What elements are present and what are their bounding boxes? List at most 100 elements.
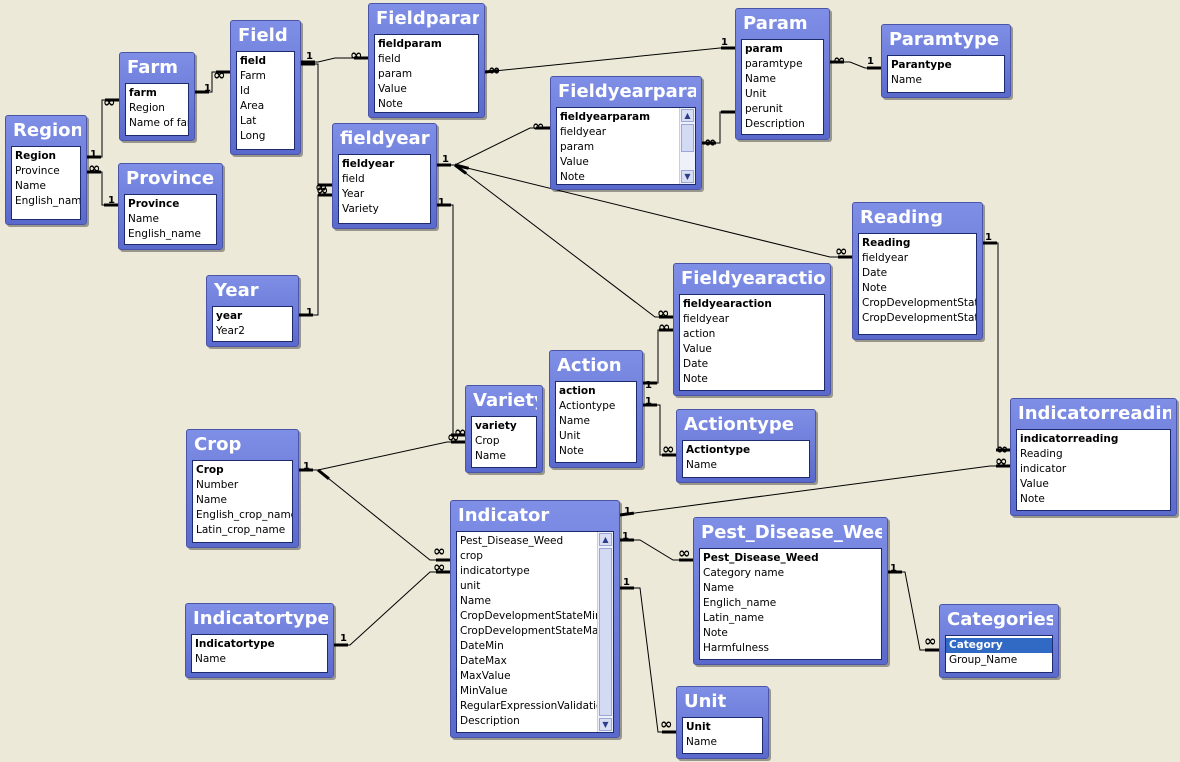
field-row[interactable]: Note: [1020, 493, 1045, 505]
field-row[interactable]: Long: [240, 130, 266, 142]
relationship-line[interactable]: [484, 47, 735, 73]
field-row[interactable]: Reading: [862, 237, 911, 249]
field-row[interactable]: fieldyear: [560, 126, 607, 138]
field-row[interactable]: Name: [460, 595, 491, 607]
field-row[interactable]: field: [378, 53, 401, 65]
field-row[interactable]: fieldyearparam: [560, 111, 651, 123]
field-row[interactable]: indicator: [1020, 463, 1067, 475]
relationship-line[interactable]: [299, 441, 465, 471]
field-row[interactable]: CropDevelopmentState2: [862, 312, 976, 324]
field-row[interactable]: Actiontype: [686, 444, 751, 456]
field-row[interactable]: Name: [686, 459, 717, 471]
field-row[interactable]: DateMin: [460, 640, 504, 652]
field-row[interactable]: Note: [378, 98, 403, 110]
field-row[interactable]: Name: [745, 73, 776, 85]
field-row[interactable]: Value: [1020, 478, 1049, 490]
relationship-line[interactable]: [437, 204, 465, 436]
field-row[interactable]: Lat: [240, 115, 257, 127]
field-row[interactable]: Value: [560, 156, 589, 168]
field-row[interactable]: MinValue: [460, 685, 508, 697]
field-row[interactable]: CropDevelopmentState: [862, 297, 977, 309]
field-row[interactable]: indicatorreading: [1020, 433, 1119, 445]
vertical-scrollbar[interactable]: ▲▼: [679, 108, 695, 184]
field-row[interactable]: Value: [683, 343, 712, 355]
field-row[interactable]: Province: [128, 198, 180, 210]
field-row[interactable]: English_crop_name: [196, 509, 293, 521]
field-row[interactable]: action: [683, 328, 716, 340]
scroll-thumb[interactable]: [599, 548, 612, 716]
field-row[interactable]: English_name: [15, 195, 81, 207]
scroll-thumb[interactable]: [681, 124, 694, 152]
field-row[interactable]: Category: [946, 638, 1052, 653]
field-row[interactable]: Reading: [1020, 448, 1063, 460]
field-row[interactable]: Crop: [475, 435, 500, 447]
field-row[interactable]: param: [745, 43, 783, 55]
scroll-down-icon[interactable]: ▼: [599, 718, 612, 731]
field-row[interactable]: Region: [129, 102, 165, 114]
field-row[interactable]: action: [559, 385, 596, 397]
field-row[interactable]: farm: [129, 87, 157, 99]
table-fieldparam[interactable]: FieldparamfieldparamfieldparamValueNote: [368, 3, 485, 118]
field-row[interactable]: Note: [683, 373, 708, 385]
field-row[interactable]: Id: [240, 85, 250, 97]
field-row[interactable]: Region: [15, 150, 57, 162]
field-row[interactable]: Name: [703, 582, 734, 594]
field-row[interactable]: Note: [559, 445, 584, 457]
field-row[interactable]: fieldyear: [862, 252, 909, 264]
field-row[interactable]: Indicatortype: [195, 638, 275, 650]
field-row[interactable]: unit: [460, 580, 481, 592]
field-row[interactable]: param: [560, 141, 595, 153]
field-row[interactable]: CropDevelopmentStateMin: [460, 610, 602, 622]
field-row[interactable]: Latin_name: [703, 612, 765, 624]
field-row[interactable]: fieldyear: [683, 313, 730, 325]
field-row[interactable]: Name: [559, 415, 590, 427]
relationship-line[interactable]: [317, 469, 450, 561]
field-row[interactable]: fieldparam: [378, 38, 442, 50]
field-row[interactable]: Name: [475, 450, 506, 462]
field-row[interactable]: Note: [560, 171, 585, 183]
field-row[interactable]: Crop: [196, 464, 224, 476]
field-row[interactable]: Province: [15, 165, 60, 177]
field-row[interactable]: Harmfulness: [703, 642, 770, 654]
field-row[interactable]: Pest_Disease_Weed: [703, 552, 819, 564]
field-row[interactable]: Area: [240, 100, 265, 112]
field-row[interactable]: Name: [891, 74, 922, 86]
scroll-down-icon[interactable]: ▼: [681, 170, 694, 183]
field-row[interactable]: Category name: [703, 567, 785, 579]
field-row[interactable]: Actiontype: [559, 400, 616, 412]
field-row[interactable]: Group_Name: [949, 654, 1018, 666]
relationship-line[interactable]: [983, 242, 1010, 451]
field-row[interactable]: English_name: [128, 228, 201, 240]
table-variety[interactable]: VarietyvarietyCropName: [465, 385, 543, 473]
field-row[interactable]: Description: [745, 118, 805, 130]
field-row[interactable]: Year2: [216, 325, 245, 337]
field-row[interactable]: Name: [686, 736, 717, 748]
field-row[interactable]: Variety: [342, 203, 379, 215]
